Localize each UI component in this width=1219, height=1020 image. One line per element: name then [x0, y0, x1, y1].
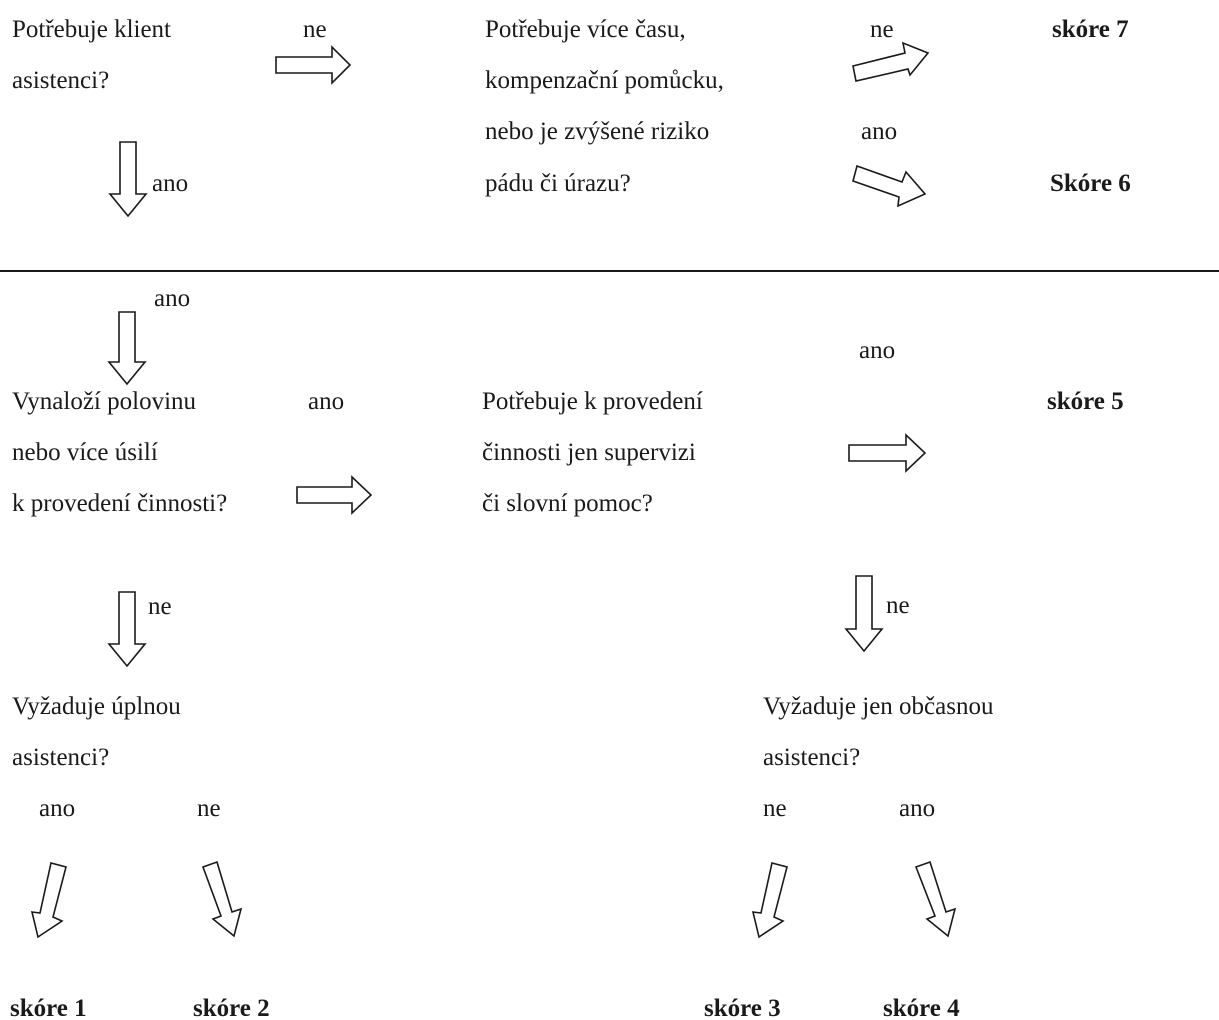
label-no: ne — [148, 593, 172, 620]
score-5: skóre 5 — [1047, 388, 1124, 415]
question-half-effort-line3: k provedení činnosti? — [12, 490, 228, 517]
question-more-time-line4: pádu či úrazu? — [485, 170, 631, 197]
label-yes: ano — [39, 795, 76, 822]
label-yes: ano — [154, 285, 191, 312]
label-no: ne — [870, 16, 894, 43]
arrow-right-icon — [275, 45, 352, 85]
question-occasional-assistance-line1: Vyžaduje jen občasnou — [763, 693, 994, 720]
arrow-down-icon — [107, 311, 147, 386]
label-no: ne — [303, 16, 327, 43]
score-1: skóre 1 — [10, 995, 87, 1020]
arrow-right-icon — [296, 475, 373, 515]
arrow-down-icon — [107, 591, 147, 668]
question-needs-assistance-line2: asistenci? — [12, 67, 110, 94]
score-3: skóre 3 — [704, 995, 781, 1020]
score-4: skóre 4 — [883, 995, 960, 1020]
question-needs-assistance-line1: Potřebuje klient — [12, 16, 171, 43]
arrow-down-right-icon — [201, 860, 243, 938]
question-occasional-assistance-line2: asistenci? — [763, 744, 861, 771]
label-yes: ano — [899, 795, 936, 822]
arrow-down-left-icon — [30, 862, 67, 939]
question-supervision-line3: či slovní pomoc? — [482, 490, 653, 517]
label-yes: ano — [861, 118, 898, 145]
label-no: ne — [763, 795, 787, 822]
question-half-effort-line2: nebo více úsilí — [12, 439, 158, 466]
score-2: skóre 2 — [193, 995, 270, 1020]
arrow-up-right-icon — [852, 41, 930, 82]
arrow-down-right-icon — [914, 860, 957, 938]
question-half-effort-line1: Vynaloží polovinu — [12, 388, 197, 415]
question-full-assistance-line2: asistenci? — [12, 744, 110, 771]
label-no: ne — [197, 795, 221, 822]
label-yes: ano — [152, 170, 189, 197]
score-6: Skóre 6 — [1050, 170, 1131, 197]
question-supervision-line1: Potřebuje k provedení — [482, 388, 703, 415]
score-7: skóre 7 — [1052, 16, 1129, 43]
arrow-down-icon — [108, 141, 148, 218]
arrow-down-icon — [844, 575, 884, 653]
label-yes: ano — [308, 388, 345, 415]
arrow-right-icon — [848, 433, 927, 473]
question-more-time-line1: Potřebuje více času, — [485, 16, 686, 43]
label-yes: ano — [859, 337, 896, 364]
arrow-down-left-icon — [751, 862, 788, 939]
question-full-assistance-line1: Vyžaduje úplnou — [12, 693, 181, 720]
arrow-down-right-icon — [852, 164, 927, 208]
question-more-time-line2: kompenzační pomůcku, — [485, 67, 724, 94]
label-no: ne — [886, 592, 910, 619]
question-more-time-line3: nebo je zvýšené riziko — [485, 118, 710, 145]
question-supervision-line2: činnosti jen supervizi — [482, 439, 696, 466]
